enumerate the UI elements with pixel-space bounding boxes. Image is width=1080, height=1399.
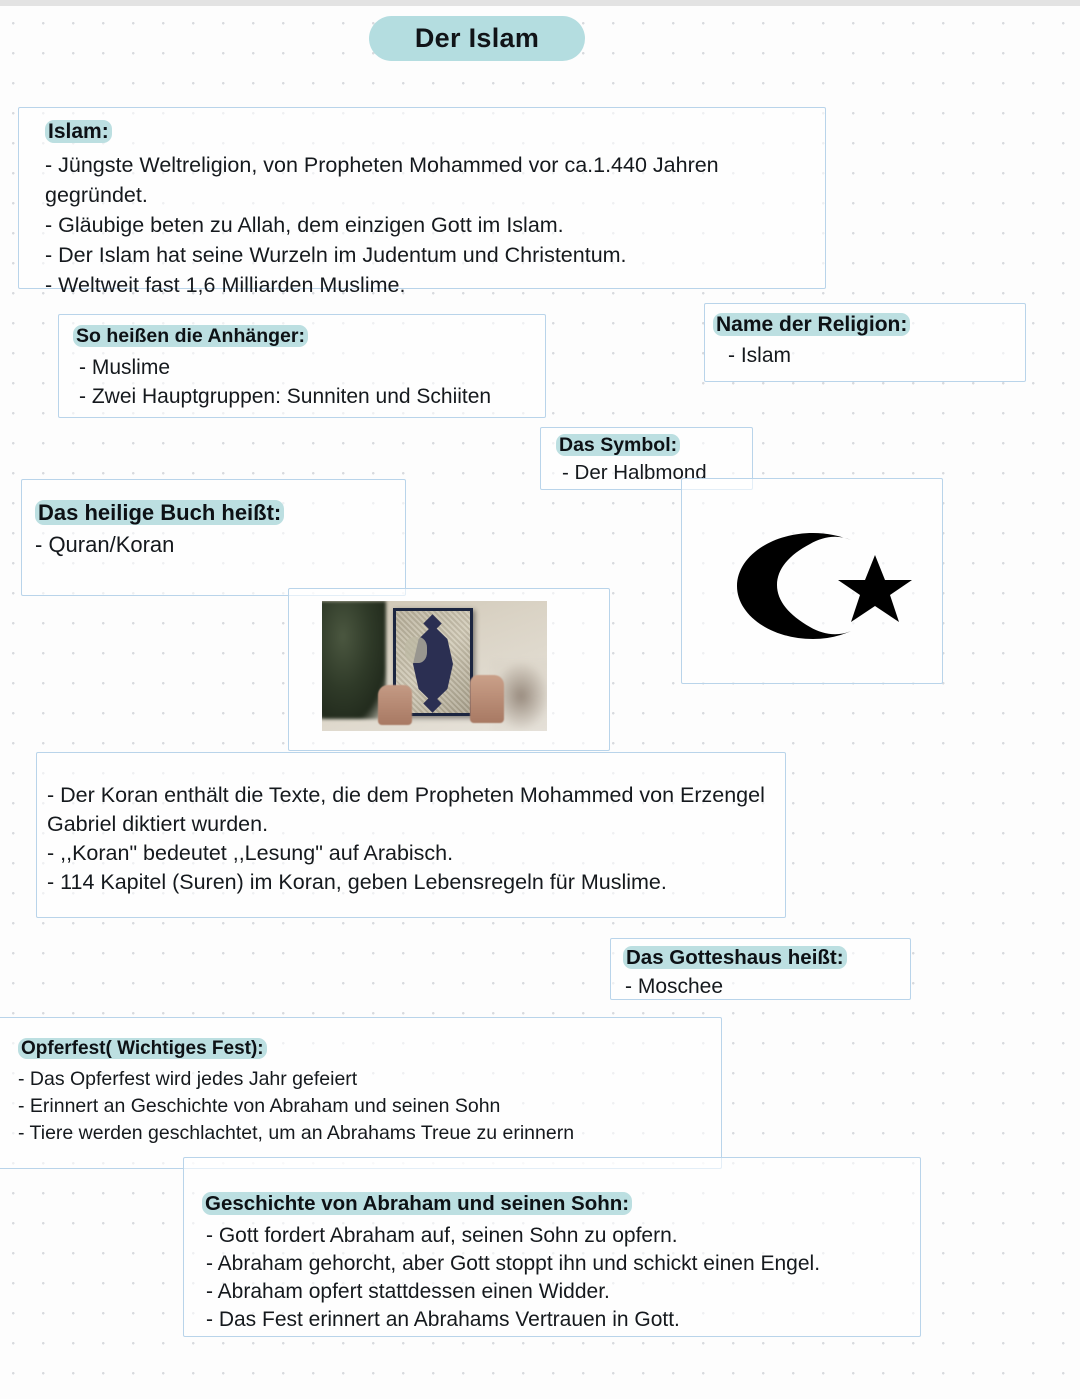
card-name-body: - Islam <box>713 341 1025 370</box>
card-islam: Islam: - Jüngste Weltreligion, von Proph… <box>18 107 826 297</box>
photo-book-cover <box>396 611 470 713</box>
card-anhaenger-heading-text: So heißen die Anhänger: <box>73 325 308 347</box>
card-quran-photo <box>288 588 610 751</box>
card-symbol-heading: Das Symbol: <box>556 434 752 457</box>
card-islam-line-1: - Jüngste Weltreligion, von Propheten Mo… <box>45 153 719 207</box>
card-gotteshaus-heading-text: Das Gotteshaus heißt: <box>623 946 847 969</box>
card-islam-line-2: - Gläubige beten zu Allah, dem einzigen … <box>45 213 564 237</box>
card-buch-heading-text: Das heilige Buch heißt: <box>35 500 285 525</box>
card-koran-line-1: - Der Koran enthält die Texte, die dem P… <box>47 783 765 836</box>
card-buch-heading: Das heilige Buch heißt: <box>35 500 405 526</box>
card-name-line-1: - Islam <box>728 344 791 367</box>
quran-book-photo <box>322 601 547 731</box>
photo-hand-right <box>470 675 504 723</box>
card-anhaenger: So heißen die Anhänger: - Muslime - Zwei… <box>58 314 546 418</box>
card-name-heading: Name der Religion: <box>713 313 1025 337</box>
card-abraham-line-3: - Abraham opfert stattdessen einen Widde… <box>206 1280 610 1303</box>
card-abraham-body: - Gott fordert Abraham auf, seinen Sohn … <box>202 1222 920 1334</box>
page-title: Der Islam <box>369 16 585 61</box>
card-opferfest: Opferfest( Wichtiges Fest): - Das Opferf… <box>0 1017 722 1169</box>
card-opferfest-heading: Opferfest( Wichtiges Fest): <box>18 1038 721 1060</box>
card-opferfest-line-3: - Tiere werden geschlachtet, um an Abrah… <box>18 1122 575 1144</box>
card-opferfest-heading-text: Opferfest( Wichtiges Fest): <box>18 1038 267 1059</box>
card-abraham-heading: Geschichte von Abraham und seinen Sohn: <box>202 1192 920 1216</box>
card-heiliges-buch: Das heilige Buch heißt: - Quran/Koran <box>21 479 406 596</box>
photo-tree <box>322 601 386 719</box>
card-islam-heading: Islam: <box>45 120 825 144</box>
card-abraham-line-4: - Das Fest erinnert an Abrahams Vertraue… <box>206 1308 680 1331</box>
card-gotteshaus-line-1: - Moschee <box>625 975 724 998</box>
card-anhaenger-heading: So heißen die Anhänger: <box>73 325 545 348</box>
card-gotteshaus: Das Gotteshaus heißt: - Moschee <box>610 938 911 1000</box>
card-anhaenger-line-2: - Zwei Hauptgruppen: Sunniten und Schiit… <box>79 385 492 408</box>
card-koran-line-2: - ,,Koran" bedeutet ,,Lesung" auf Arabis… <box>47 841 454 865</box>
card-symbol: Das Symbol: - Der Halbmond <box>540 427 753 490</box>
card-islam-heading-text: Islam: <box>45 120 112 143</box>
card-anhaenger-line-1: - Muslime <box>79 356 171 379</box>
card-name-heading-text: Name der Religion: <box>713 313 911 336</box>
card-buch-body: - Quran/Koran <box>35 529 405 560</box>
card-koran-details: - Der Koran enthält die Texte, die dem P… <box>36 752 786 918</box>
card-gotteshaus-heading: Das Gotteshaus heißt: <box>623 946 910 970</box>
card-symbol-line-1: - Der Halbmond <box>562 461 707 484</box>
crescent-star-icon <box>737 533 912 639</box>
card-opferfest-line-1: - Das Opferfest wird jedes Jahr gefeiert <box>18 1068 358 1090</box>
card-anhaenger-body: - Muslime - Zwei Hauptgruppen: Sunniten … <box>73 353 545 411</box>
card-buch-line-1: - Quran/Koran <box>35 532 175 557</box>
card-gotteshaus-body: - Moschee <box>623 973 910 1000</box>
card-symbol-heading-text: Das Symbol: <box>556 434 681 456</box>
card-abraham-line-1: - Gott fordert Abraham auf, seinen Sohn … <box>206 1224 678 1247</box>
card-symbol-body: - Der Halbmond <box>556 459 752 486</box>
card-islam-line-3: - Der Islam hat seine Wurzeln im Judentu… <box>45 243 627 267</box>
photo-hand-left <box>378 685 412 725</box>
card-geschichte-abraham: Geschichte von Abraham und seinen Sohn: … <box>183 1157 921 1337</box>
card-abraham-line-2: - Abraham gehorcht, aber Gott stoppt ihn… <box>206 1252 821 1275</box>
card-koran-line-3: - 114 Kapitel (Suren) im Koran, geben Le… <box>47 870 667 894</box>
card-islam-body: - Jüngste Weltreligion, von Propheten Mo… <box>45 150 825 300</box>
card-name-der-religion: Name der Religion: - Islam <box>704 303 1026 382</box>
card-opferfest-body: - Das Opferfest wird jedes Jahr gefeiert… <box>18 1066 721 1147</box>
card-opferfest-line-2: - Erinnert an Geschichte von Abraham und… <box>18 1095 501 1117</box>
card-islam-line-4: - Weltweit fast 1,6 Milliarden Muslime. <box>45 273 406 297</box>
card-crescent-symbol <box>681 478 943 684</box>
photo-cover-medallion-inner <box>405 637 427 663</box>
card-abraham-heading-text: Geschichte von Abraham und seinen Sohn: <box>202 1192 633 1215</box>
top-strip <box>0 0 1080 6</box>
